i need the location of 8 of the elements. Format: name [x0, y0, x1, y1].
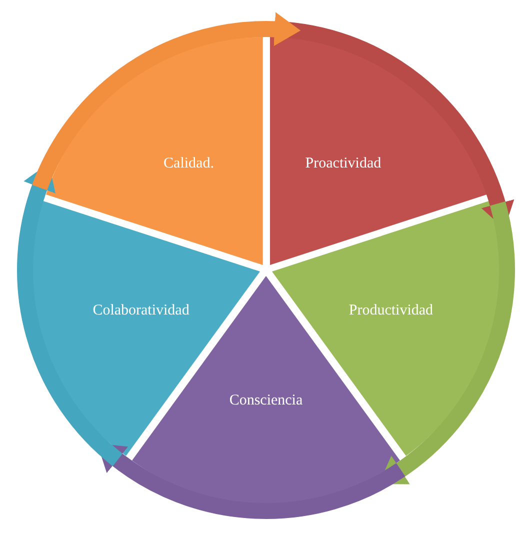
cycle-segment — [270, 37, 486, 266]
segment-label: Productividad — [348, 302, 434, 320]
segment-label: Proactividad — [305, 155, 382, 172]
segment-label: Colaboratividad — [92, 302, 190, 320]
cycle-arrow — [32, 12, 301, 191]
segment-label: Consciencia — [229, 392, 303, 410]
segment-label: Calidad. — [164, 155, 214, 172]
cycle-segment — [46, 37, 262, 266]
